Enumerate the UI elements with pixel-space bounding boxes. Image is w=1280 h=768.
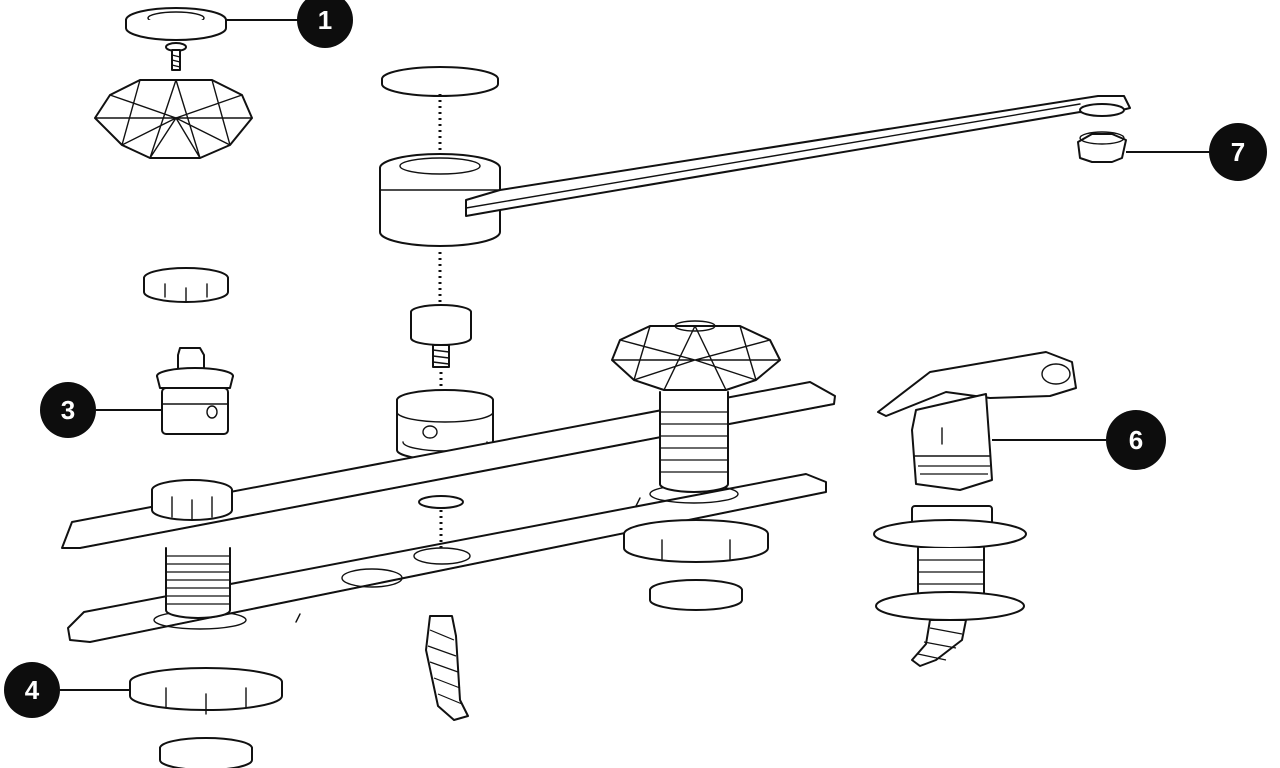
adapter-stem xyxy=(410,304,472,368)
callout-3-label: 3 xyxy=(61,395,75,425)
valve-cartridge xyxy=(156,347,234,435)
callout-1-label: 1 xyxy=(318,5,332,35)
bonnet-nut xyxy=(143,267,229,303)
faucet-base-plate xyxy=(61,381,836,643)
left-handle-knob xyxy=(94,79,253,159)
right-supply-shank xyxy=(659,391,729,493)
center-supply-hose xyxy=(418,495,469,721)
callout-7: 7 xyxy=(1126,123,1267,181)
callout-6-label: 6 xyxy=(1129,425,1143,455)
spout-hub xyxy=(379,153,501,247)
callout-7-label: 7 xyxy=(1231,137,1245,167)
sprayer-hose xyxy=(873,505,1027,667)
index-cap xyxy=(125,7,227,41)
callout-3: 3 xyxy=(40,382,162,438)
callout-1: 1 xyxy=(226,0,353,48)
aerator xyxy=(1077,131,1127,163)
callout-6: 6 xyxy=(992,410,1166,470)
swing-spout xyxy=(465,95,1131,217)
left-mounting-nut xyxy=(129,667,283,768)
left-supply-shank xyxy=(151,479,233,619)
side-sprayer xyxy=(877,351,1077,491)
lever-cap xyxy=(381,66,499,97)
right-mounting-nut xyxy=(623,519,769,611)
right-handle-knob xyxy=(611,320,781,391)
callout-4: 4 xyxy=(4,662,130,718)
handle-screw xyxy=(165,42,187,71)
callout-4-label: 4 xyxy=(25,675,40,705)
